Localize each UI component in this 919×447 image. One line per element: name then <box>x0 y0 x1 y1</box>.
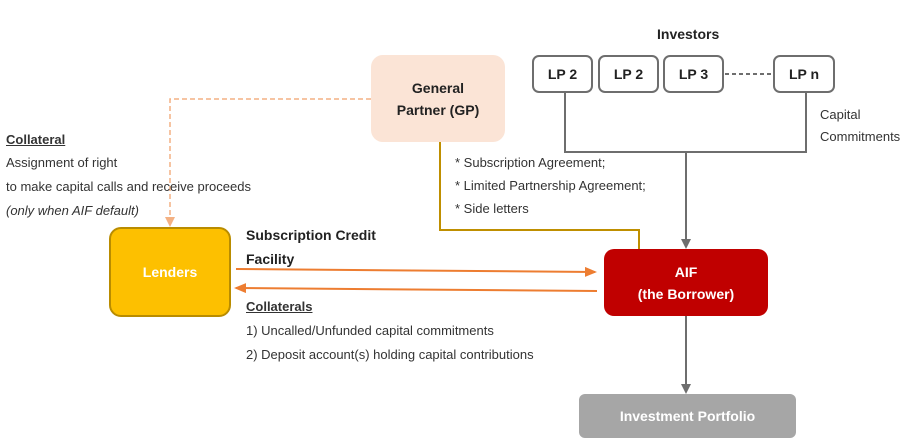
facility-arrow <box>235 266 597 277</box>
collaterals-arrow <box>234 283 598 294</box>
aif-label-line1: AIF <box>674 263 698 280</box>
capital-commitments-label-2: Commitments <box>820 129 901 144</box>
facility-label-2: Facility <box>246 251 295 267</box>
gp-label-line1: General <box>411 79 465 96</box>
lp-commitment-connector <box>564 93 807 249</box>
collateral-title: Collateral <box>6 132 66 147</box>
collaterals-item-2: 2) Deposit account(s) holding capital co… <box>246 347 534 362</box>
collaterals-item-1: 1) Uncalled/Unfunded capital commitments <box>246 323 494 338</box>
lenders-label: Lenders <box>142 264 198 280</box>
collateral-line-2: to make capital calls and receive procee… <box>6 179 251 194</box>
gp-to-lenders-dashed <box>165 98 371 227</box>
investors-heading: Investors <box>657 26 720 42</box>
collateral-line-1: Assignment of right <box>6 155 118 170</box>
investment-portfolio-box: Investment Portfolio <box>579 394 796 438</box>
collaterals-title: Collaterals <box>246 299 313 314</box>
lp-box-2: LP 2 <box>598 55 659 93</box>
collateral-line-3: (only when AIF default) <box>6 203 139 218</box>
gp-label-line2: Partner (GP) <box>396 101 480 118</box>
capital-commitments-label-1: Capital <box>820 107 861 122</box>
agreement-item-3: * Side letters <box>455 201 529 216</box>
aif-borrower-box: AIF (the Borrower) <box>604 249 768 316</box>
agreement-item-1: * Subscription Agreement; <box>455 155 606 170</box>
portfolio-label: Investment Portfolio <box>619 408 756 424</box>
gp-to-aif-connector <box>439 142 640 250</box>
general-partner-box: General Partner (GP) <box>371 55 505 142</box>
lp-box-n: LP n <box>773 55 835 93</box>
agreement-item-2: * Limited Partnership Agreement; <box>455 178 646 193</box>
lp-box-1: LP 2 <box>532 55 593 93</box>
lp-box-3: LP 3 <box>663 55 724 93</box>
aif-label-line2: (the Borrower) <box>637 285 735 302</box>
lenders-box: Lenders <box>109 227 231 317</box>
facility-label-1: Subscription Credit <box>246 227 376 243</box>
